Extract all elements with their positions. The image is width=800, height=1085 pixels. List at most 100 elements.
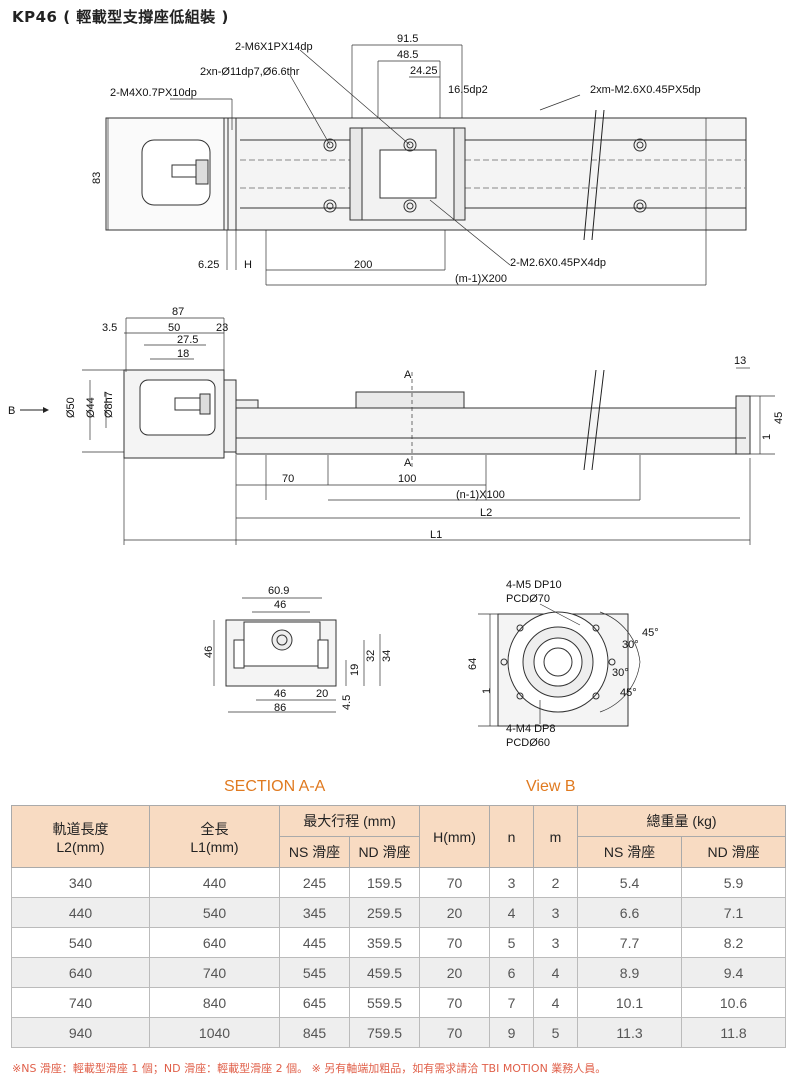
- table-cell: 440: [11, 897, 150, 928]
- svg-text:H: H: [244, 259, 252, 271]
- svg-text:23: 23: [216, 322, 228, 334]
- table-cell: 845: [279, 1017, 350, 1048]
- table-cell: 759.5: [348, 1017, 421, 1048]
- table-cell: 70: [419, 987, 491, 1018]
- table-cell: 740: [149, 957, 280, 988]
- table-cell: 345: [279, 897, 350, 928]
- table-cell: 3: [533, 897, 579, 928]
- table-cell: 4: [533, 987, 579, 1018]
- table-cell: 6: [489, 957, 535, 988]
- svg-text:PCDØ60: PCDØ60: [506, 737, 550, 749]
- svg-text:50: 50: [168, 322, 180, 334]
- header-weight-ns: NS 滑座: [577, 836, 683, 868]
- table-cell: 2: [533, 867, 579, 898]
- svg-text:70: 70: [282, 473, 294, 485]
- table-cell: 259.5: [348, 897, 421, 928]
- table-cell: 340: [11, 867, 150, 898]
- table-cell: 645: [279, 987, 350, 1018]
- table-cell: 70: [419, 867, 491, 898]
- table-cell: 6.6: [577, 897, 683, 928]
- svg-text:(m-1)X200: (m-1)X200: [455, 273, 507, 285]
- svg-text:A: A: [404, 369, 412, 381]
- svg-text:20: 20: [316, 688, 328, 700]
- svg-text:46: 46: [274, 688, 286, 700]
- table-cell: 359.5: [348, 927, 421, 958]
- table-cell: 7: [489, 987, 535, 1018]
- footnote: ※NS 滑座：輕載型滑座 1 個；ND 滑座：輕載型滑座 2 個。 ※ 另有軸端…: [12, 1062, 607, 1075]
- svg-text:Ø8h7: Ø8h7: [103, 391, 115, 418]
- table-cell: 640: [149, 927, 280, 958]
- svg-text:13: 13: [734, 355, 746, 367]
- svg-text:2xm-M2.6X0.45PX5dp: 2xm-M2.6X0.45PX5dp: [590, 84, 701, 96]
- svg-text:L2: L2: [480, 507, 492, 519]
- table-cell: 20: [419, 957, 491, 988]
- table-cell: 3: [533, 927, 579, 958]
- svg-text:4-M5 DP10: 4-M5 DP10: [506, 579, 562, 591]
- section-caption: SECTION A-A: [224, 778, 326, 795]
- header-h: H(mm): [419, 805, 491, 868]
- svg-text:2-M2.6X0.45PX4dp: 2-M2.6X0.45PX4dp: [510, 257, 606, 269]
- svg-text:45°: 45°: [620, 687, 637, 699]
- svg-text:86: 86: [274, 702, 286, 714]
- table-cell: 5: [489, 927, 535, 958]
- table-cell: 4: [533, 957, 579, 988]
- view-b-labels: 4-M5 DP10 PCDØ70 45° 30° 30° 45° 64 1 4-…: [467, 579, 659, 749]
- section-view: [213, 597, 381, 713]
- table-cell: 10.1: [577, 987, 683, 1018]
- svg-text:3.5: 3.5: [102, 322, 117, 334]
- table-cell: 540: [11, 927, 150, 958]
- svg-text:91.5: 91.5: [397, 33, 418, 45]
- side-view: [20, 317, 775, 545]
- table-cell: 20: [419, 897, 491, 928]
- table-cell: 740: [11, 987, 150, 1018]
- table-cell: 640: [11, 957, 150, 988]
- page-title: KP46 ( 輕載型支撐座低組裝 ): [12, 8, 229, 26]
- svg-text:60.9: 60.9: [268, 585, 289, 597]
- table-cell: 5.9: [681, 867, 787, 898]
- table-cell: 545: [279, 957, 350, 988]
- table-cell: 70: [419, 1017, 491, 1048]
- svg-text:83: 83: [91, 172, 103, 184]
- svg-text:100: 100: [398, 473, 416, 485]
- table-cell: 11.8: [681, 1017, 787, 1048]
- table-cell: 1040: [149, 1017, 280, 1048]
- header-stroke-nd: ND 滑座: [348, 836, 421, 868]
- svg-text:2-M6X1PX14dp: 2-M6X1PX14dp: [235, 41, 313, 53]
- svg-text:6.25: 6.25: [198, 259, 219, 271]
- table-cell: 8.2: [681, 927, 787, 958]
- table-cell: 459.5: [348, 957, 421, 988]
- table-cell: 5.4: [577, 867, 683, 898]
- svg-text:Ø44: Ø44: [85, 397, 97, 418]
- header-m: m: [533, 805, 579, 868]
- svg-text:PCDØ70: PCDØ70: [506, 593, 550, 605]
- table-cell: 70: [419, 927, 491, 958]
- table-cell: 8.9: [577, 957, 683, 988]
- table-cell: 3: [489, 867, 535, 898]
- svg-text:Ø50: Ø50: [65, 397, 77, 418]
- table-cell: 440: [149, 867, 280, 898]
- engineering-drawing: 2-M6X1PX14dp 2xn-Ø11dp7,Ø6.6thr 2-M4X0.7…: [8, 33, 785, 749]
- table-cell: 7.1: [681, 897, 787, 928]
- table-cell: 5: [533, 1017, 579, 1048]
- svg-text:30°: 30°: [622, 639, 639, 651]
- svg-text:46: 46: [274, 599, 286, 611]
- svg-text:64: 64: [467, 658, 479, 670]
- svg-text:A: A: [404, 457, 412, 469]
- svg-text:B: B: [8, 405, 15, 417]
- view-b: [478, 603, 641, 727]
- svg-text:87: 87: [172, 306, 184, 318]
- svg-text:16.5dp2: 16.5dp2: [448, 84, 488, 96]
- header-weight-nd: ND 滑座: [681, 836, 787, 868]
- svg-text:46: 46: [203, 646, 215, 658]
- svg-text:200: 200: [354, 259, 372, 271]
- table-cell: 840: [149, 987, 280, 1018]
- svg-text:1: 1: [481, 688, 493, 694]
- table-cell: 940: [11, 1017, 150, 1048]
- svg-text:2xn-Ø11dp7,Ø6.6thr: 2xn-Ø11dp7,Ø6.6thr: [200, 66, 300, 78]
